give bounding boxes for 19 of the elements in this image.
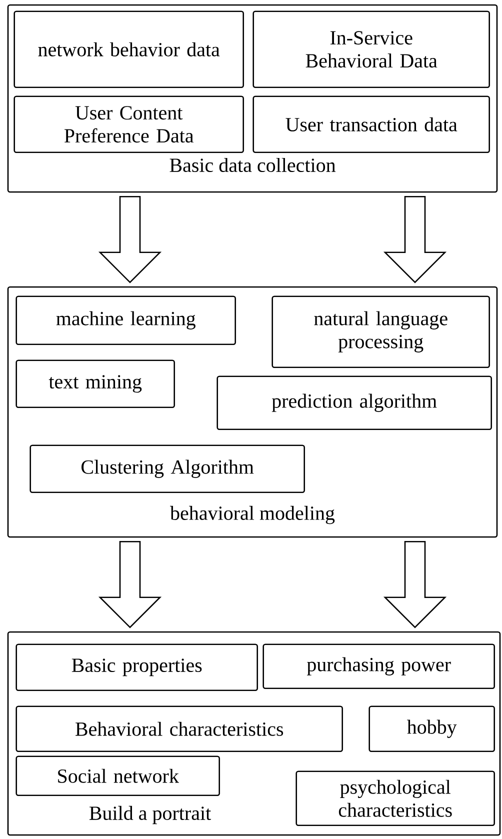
item-box: text mining [16, 360, 175, 408]
item-box: Basic properties [16, 644, 258, 691]
item-box: machine learning [16, 296, 236, 345]
item-box: User Content Preference Data [14, 96, 244, 154]
item-box: natural language processing [272, 296, 490, 368]
block-arrow [383, 541, 447, 628]
item-box: Behavioral characteristics [16, 706, 343, 752]
block-arrow [383, 196, 447, 284]
item-box: hobby [368, 706, 495, 752]
item-box: Clustering Algorithm [30, 444, 305, 493]
item-box: Social network [16, 756, 220, 796]
item-box: purchasing power [262, 644, 495, 689]
item-box: User transaction data [252, 96, 490, 154]
item-box: network behavior data [14, 10, 244, 88]
item-box: In-Service Behavioral Data [252, 10, 490, 88]
item-box: prediction algorithm [216, 376, 492, 430]
block-arrow [98, 196, 162, 284]
item-box: psychological characteristics [296, 770, 495, 826]
block-arrow [98, 541, 162, 628]
